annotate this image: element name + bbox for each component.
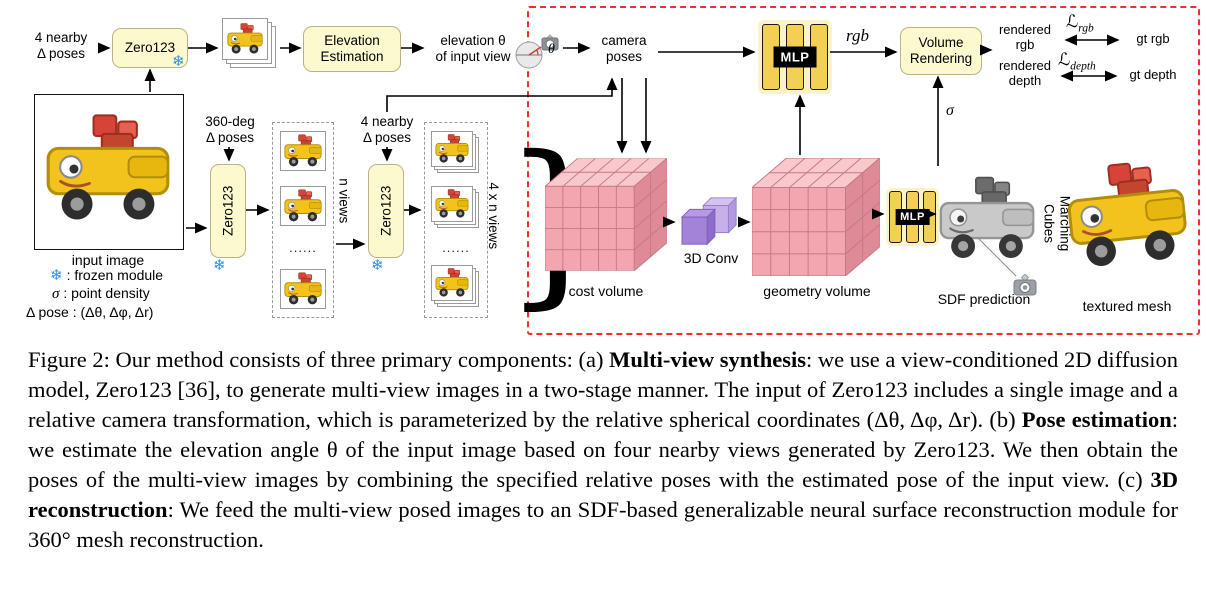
snowflake-icon: ❄ [50,267,63,284]
cost-volume-shape [545,158,667,271]
sigma-icon: σ [52,286,60,302]
label-cost-volume: cost volume [568,283,644,299]
view-card [431,131,473,167]
caption-bold-3d-reconstruction: 3D reconstruction [28,467,1178,522]
label-rendered-rgb: rendered rgb [998,22,1052,53]
truck-thumbnail [434,134,470,164]
theta-label: θ [548,42,555,57]
zero123-box-mid: Zero123 [210,164,246,258]
caption-bold-multiview-synthesis: Multi-view synthesis [609,347,806,372]
label-input-image: input image [71,252,145,268]
label-gt-depth: gt depth [1129,67,1177,82]
n-views-box: ...... [272,122,334,318]
4xn-views-text: 4 x n views [485,182,501,250]
zero123-label: Zero123 [378,185,394,237]
loss-symbol: ℒ [1058,50,1071,70]
snowflake-icon: ❄ [371,257,384,274]
truck-thumbnail [434,189,470,219]
caption-bold-pose-estimation: Pose estimation [1021,407,1172,432]
reconstruction-region-outline [527,6,1200,335]
label-360deg-poses: 360-deg Δ poses [205,114,255,145]
elevation-camera-icon [515,34,559,69]
label-4xn-views: 4 x n views [484,168,502,264]
view-stack [431,186,481,230]
camera-icon [1013,274,1037,296]
legend-frozen: ❄ : frozen module [50,266,163,284]
mlp-bottom: MLP [886,188,939,246]
loss-depth-label: ℒdepth [1058,50,1096,72]
volume-rendering-box: Volume Rendering [900,27,982,75]
label-textured-mesh: textured mesh [1082,298,1172,314]
legend-sigma: σ : point density [52,285,150,303]
geometry-volume-shape [752,158,880,276]
caption-text: : we estimate the elevation angle θ of t… [28,407,1178,492]
label-camera-poses: camera poses [601,33,647,64]
view-card [431,186,473,222]
input-image [34,94,184,250]
view-card [222,18,268,60]
label-4-nearby-poses-mid: 4 nearby Δ poses [360,114,414,145]
ellipsis: ...... [442,240,470,255]
truck-thumbnail [226,23,264,55]
nearby-views-stack [222,18,278,72]
conv3d-icon [678,192,744,250]
truck-thumbnail [283,134,323,168]
textured-mesh-image [1059,156,1195,275]
label-geometry-volume: geometry volume [763,283,871,299]
view-stack [431,131,481,175]
label-3d-conv: 3D Conv [683,250,739,266]
zero123-box-top: Zero123 [112,28,188,68]
loss-rgb-label: ℒrgb [1066,12,1094,34]
elevation-estimation-label: Elevation Estimation [320,33,384,64]
ellipsis: ...... [289,240,317,255]
label-4-nearby-poses-top: 4 nearby Δ poses [34,30,88,61]
input-truck-image [42,113,174,225]
snowflake-icon: ❄ [172,53,185,70]
truck-thumbnail [434,268,470,298]
loss-rgb-sub: rgb [1078,22,1094,35]
truck-thumbnail [283,189,323,223]
view-stack [431,265,481,309]
volume-rendering-label: Volume Rendering [909,35,973,66]
zero123-label: Zero123 [124,40,176,56]
view-card [431,265,473,301]
sdf-prediction-image [936,176,1038,262]
view-card [280,269,326,309]
figure-caption: Figure 2: Our method consists of three p… [28,345,1178,555]
legend-delta-pose: Δ pose : (Δθ, Δφ, Δr) [26,304,153,320]
snowflake-icon: ❄ [213,257,226,274]
zero123-label: Zero123 [220,185,236,237]
loss-depth-sub: depth [1070,60,1096,73]
truck-thumbnail [283,272,323,306]
loss-symbol: ℒ [1066,12,1079,32]
n-views-text: n views [335,178,351,224]
mlp-tag: MLP [773,46,817,68]
legend-sigma-text: : point density [63,285,150,301]
label-rendered-depth: rendered depth [998,58,1052,89]
caption-text: : we use a view-conditioned 2D diffusion… [28,347,1179,432]
view-card [280,186,326,226]
label-n-views: n views [334,168,352,234]
rgb-label: rgb [846,26,869,45]
view-card [280,131,326,171]
zero123-box-bottom: Zero123 [368,164,404,258]
elevation-estimation-box: Elevation Estimation [303,26,401,72]
caption-text: Figure 2: Our method consists of three p… [28,347,610,372]
method-diagram: 4 nearby Δ poses Zero123 ❄ Elevation Est… [26,6,1200,335]
mlp-top: MLP [758,20,832,94]
legend-frozen-text: : frozen module [66,267,164,283]
label-elevation-theta: elevation θ of input view [435,33,511,64]
mlp-tag: MLP [895,209,930,225]
legend-delta-pose-text: Δ pose : (Δθ, Δφ, Δr) [26,304,154,320]
four-n-views-box: ...... [424,122,488,318]
caption-text: : We feed the multi-view posed images to… [28,497,1178,552]
label-gt-rgb: gt rgb [1136,31,1170,46]
sigma-label: σ [946,102,954,119]
